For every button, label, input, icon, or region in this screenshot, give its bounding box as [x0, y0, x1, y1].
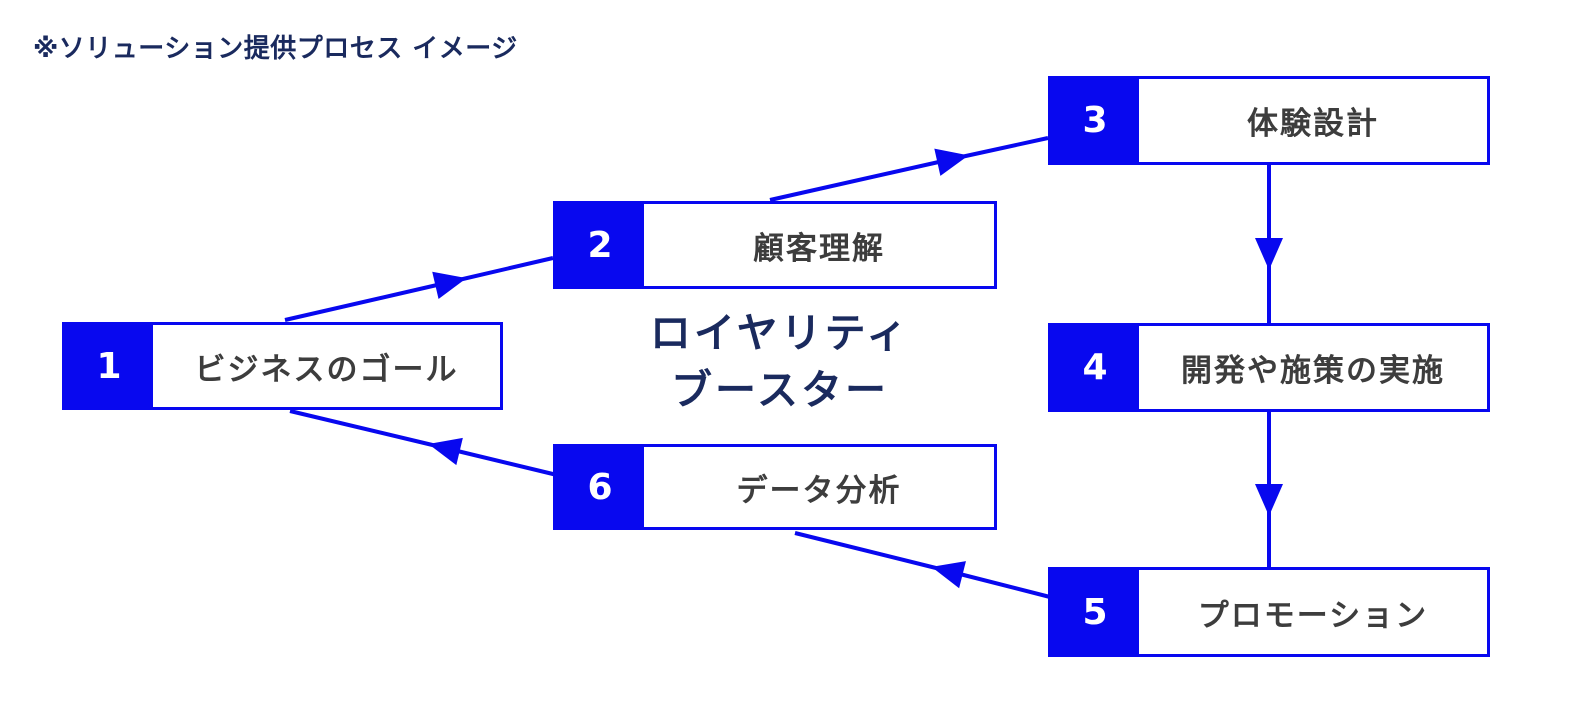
process-step-6-data-analysis: 6 データ分析 [553, 444, 997, 530]
step-number-badge: 6 [556, 447, 644, 527]
step-label: 体験設計 [1247, 106, 1379, 142]
flow-arrow-2-3 [769, 136, 1049, 202]
flow-arrow-6-1 [289, 409, 558, 477]
center-product-name-line1: ロイヤリティ [649, 309, 911, 357]
step-number-badge: 4 [1051, 326, 1139, 409]
center-product-name-line2: ブースター [671, 366, 889, 414]
step-label: プロモーション [1197, 597, 1429, 634]
step-number-badge: 3 [1051, 79, 1139, 162]
center-product-name: ロイヤリティ ブースター [555, 305, 1005, 419]
process-step-4-development-implementation: 4 開発や施策の実施 [1048, 323, 1490, 412]
step-number-badge: 5 [1051, 570, 1139, 654]
process-step-1-business-goal: 1 ビジネスのゴール [62, 322, 503, 410]
step-label: 顧客理解 [753, 230, 885, 267]
step-label: ビジネスのゴール [194, 351, 459, 388]
step-label: 開発や施策の実施 [1181, 353, 1445, 389]
process-step-2-customer-understanding: 2 顧客理解 [553, 201, 997, 289]
process-step-3-experience-design: 3 体験設計 [1048, 76, 1490, 165]
flow-arrow-1-2 [284, 256, 554, 322]
step-number-badge: 1 [65, 325, 153, 407]
flow-arrow-5-6 [794, 531, 1051, 599]
step-number-badge: 2 [556, 204, 644, 286]
step-label: データ分析 [736, 472, 902, 509]
diagram-title: ※ソリューション提供プロセス イメージ [33, 34, 518, 64]
process-step-5-promotion: 5 プロモーション [1048, 567, 1490, 657]
